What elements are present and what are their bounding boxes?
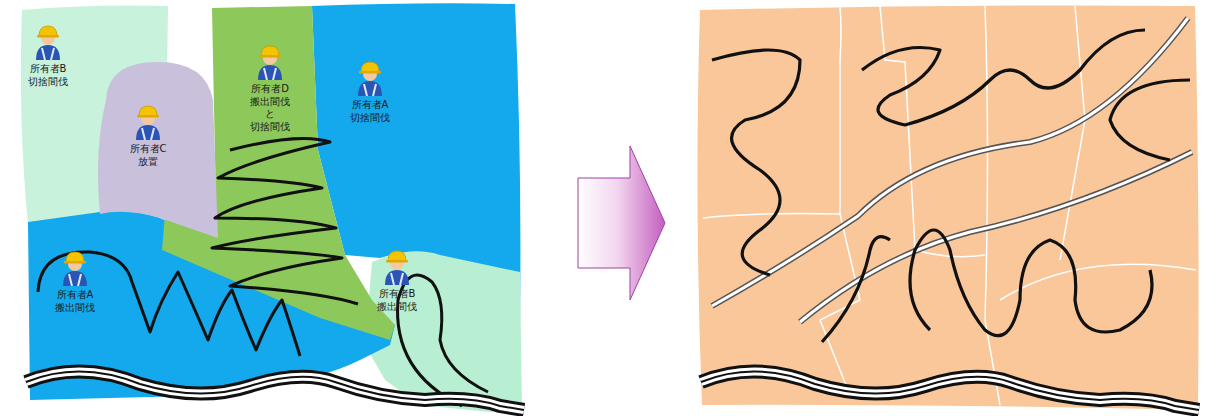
owner-label: 所有者D 搬出間伐 と 切捨間伐 [248,82,292,134]
strip-road [712,30,1190,342]
main-road [701,371,1199,410]
owner-text: 所有者C 放置 [130,143,167,168]
owner-text: 所有者A 切捨間伐 [350,99,390,124]
owner-label: 所有者B 切捨間伐 [26,62,70,89]
owner-text: 所有者A 搬出間伐 [55,289,95,314]
strip-road [38,138,488,406]
owner-text: 所有者B 搬出間伐 [377,288,417,313]
merged-region [697,6,1198,411]
region-lavender [98,62,218,238]
owner-text: 所有者D 搬出間伐 と 切捨間伐 [250,83,290,133]
worker-icon [36,26,409,286]
main-road [26,371,524,410]
forest-road [712,18,1192,322]
owner-label: 所有者B 搬出間伐 [375,287,419,314]
owner-label: 所有者A 搬出間伐 [53,288,97,315]
owner-label: 所有者C 放置 [128,142,169,169]
block-arrow [578,146,665,300]
owner-label: 所有者A 切捨間伐 [348,98,392,125]
parcel-boundary [703,6,1196,405]
owner-text: 所有者B 切捨間伐 [28,63,68,88]
